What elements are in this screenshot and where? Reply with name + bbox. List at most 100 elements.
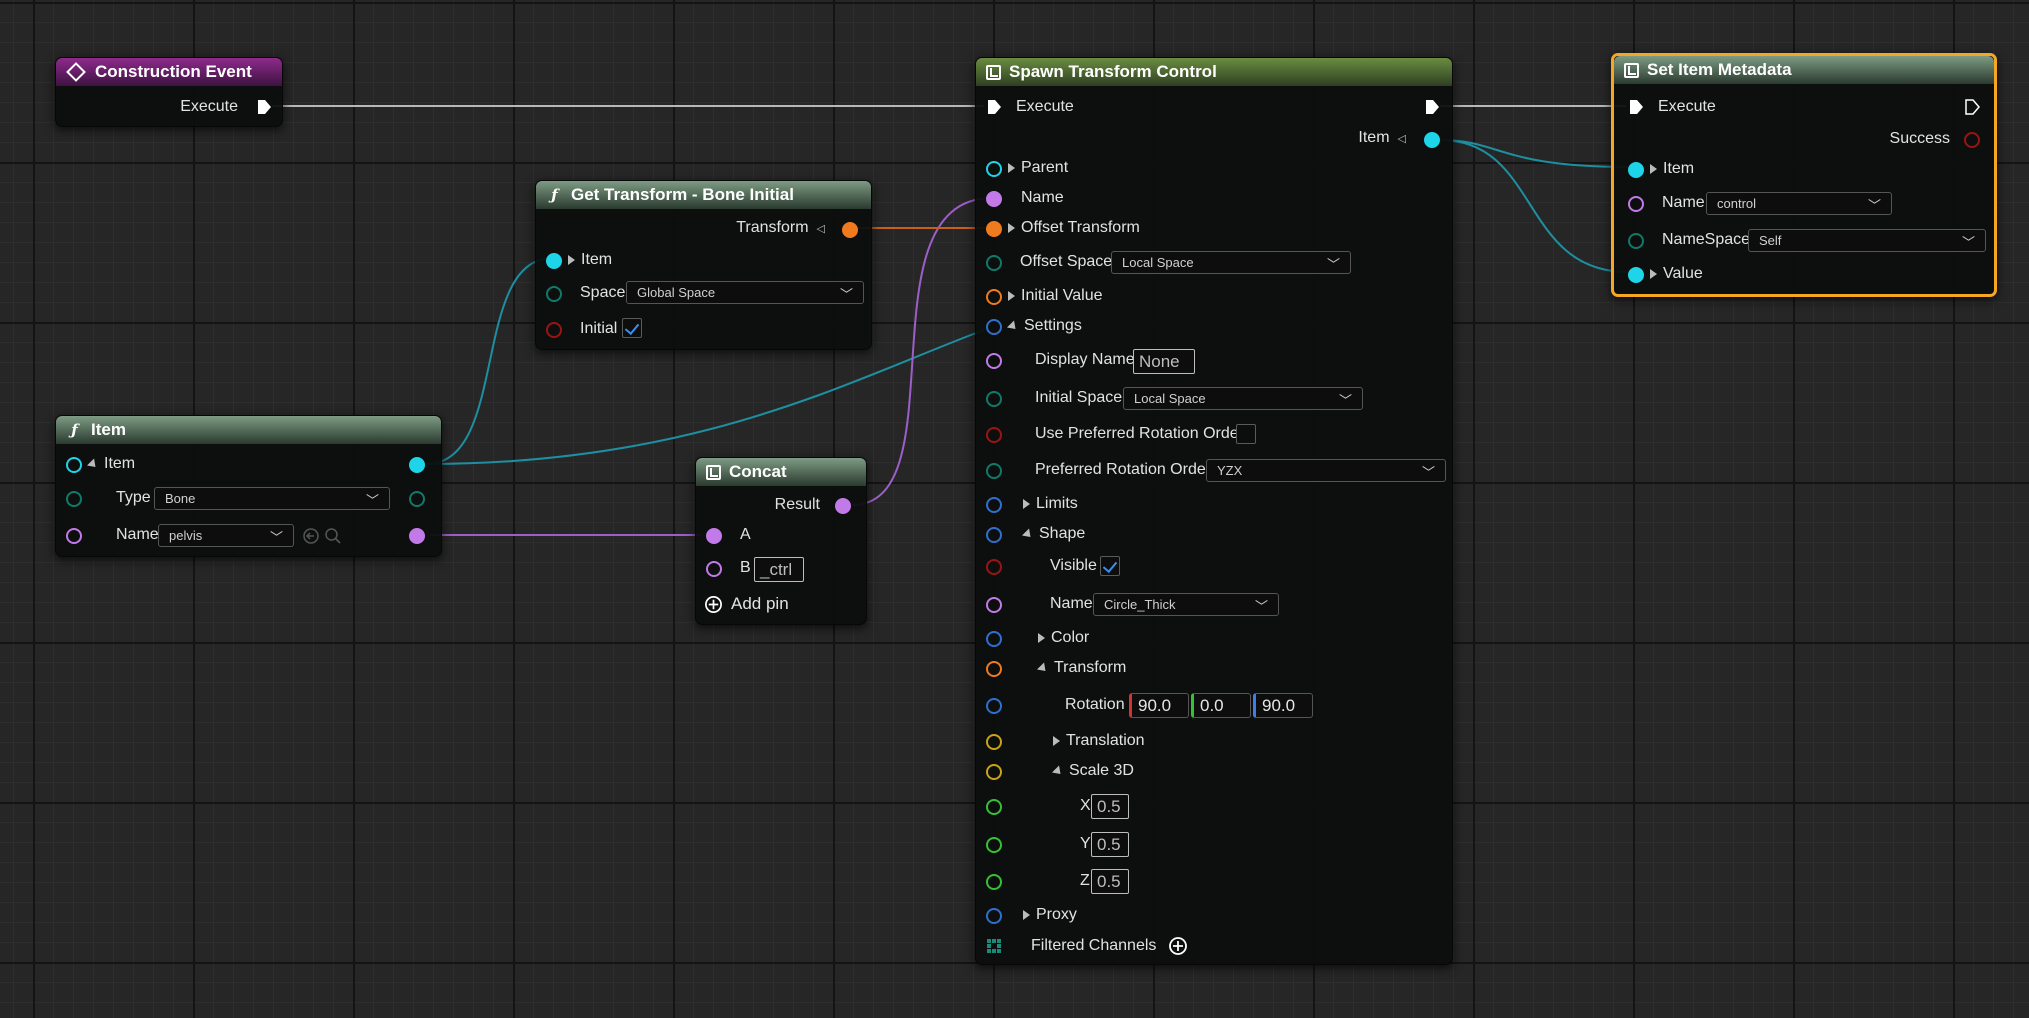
- initial-value-pin-icon[interactable]: [986, 289, 1002, 305]
- search-icon[interactable]: [324, 527, 342, 545]
- exec-out-pin-icon[interactable]: [1424, 99, 1440, 115]
- node-header[interactable]: ƒ Item: [56, 416, 441, 444]
- use-selected-icon[interactable]: [302, 527, 320, 545]
- transform-out-pin-icon[interactable]: [842, 222, 858, 238]
- exec-out-pin-icon[interactable]: [1964, 99, 1980, 115]
- use-pref-rot-pin-icon[interactable]: [986, 427, 1002, 443]
- collapse-arrow-icon[interactable]: [86, 457, 100, 471]
- namespace-in-pin-icon[interactable]: [1628, 233, 1644, 249]
- scale-x-input[interactable]: 0.5: [1091, 794, 1129, 819]
- exec-out-pin-icon[interactable]: [256, 99, 272, 115]
- expand-arrow-icon[interactable]: [568, 255, 575, 265]
- a-in-pin-icon[interactable]: [706, 528, 722, 544]
- node-get-transform[interactable]: ƒ Get Transform - Bone Initial Transform…: [535, 180, 872, 350]
- name-pin-icon[interactable]: [986, 191, 1002, 207]
- offset-space-pin-icon[interactable]: [986, 255, 1002, 271]
- node-header[interactable]: Concat: [696, 458, 866, 486]
- name-out-pin-icon[interactable]: [409, 528, 425, 544]
- node-set-item-metadata[interactable]: Set Item Metadata Execute Success Item N…: [1611, 53, 1997, 297]
- add-pin-button[interactable]: Add pin: [731, 594, 789, 613]
- type-in-pin-icon[interactable]: [66, 491, 82, 507]
- add-pin-icon[interactable]: [704, 595, 723, 614]
- type-dropdown[interactable]: Bone﹀: [154, 487, 390, 510]
- b-text-input[interactable]: _ctrl: [754, 557, 804, 582]
- settings-pin-icon[interactable]: [986, 319, 1002, 335]
- use-pref-rot-checkbox[interactable]: [1236, 424, 1256, 444]
- b-in-pin-icon[interactable]: [706, 561, 722, 577]
- visible-checkbox[interactable]: [1100, 556, 1120, 576]
- node-header[interactable]: Set Item Metadata: [1614, 56, 1994, 84]
- name-dropdown[interactable]: pelvis﹀: [158, 524, 294, 547]
- scale-y-pin-icon[interactable]: [986, 837, 1002, 853]
- display-name-pin-icon[interactable]: [986, 353, 1002, 369]
- scale-y-input[interactable]: 0.5: [1091, 832, 1129, 857]
- space-in-pin-icon[interactable]: [546, 286, 562, 302]
- grid-array-icon[interactable]: [986, 938, 1002, 954]
- expand-arrow-icon[interactable]: [1053, 736, 1060, 746]
- rotation-y-input[interactable]: 0.0: [1191, 693, 1251, 718]
- expand-arrow-icon[interactable]: [1008, 291, 1015, 301]
- rotation-z-input[interactable]: 90.0: [1253, 693, 1313, 718]
- shape-transform-pin-icon[interactable]: [986, 661, 1002, 677]
- visible-pin-icon[interactable]: [986, 559, 1002, 575]
- item-in-pin-icon[interactable]: [66, 457, 82, 473]
- split-arrow-icon[interactable]: ◁: [816, 222, 825, 235]
- node-header[interactable]: Spawn Transform Control: [976, 58, 1452, 86]
- expand-arrow-icon[interactable]: [1038, 633, 1045, 643]
- initial-in-pin-icon[interactable]: [546, 322, 562, 338]
- scale-z-input[interactable]: 0.5: [1091, 869, 1129, 894]
- space-dropdown[interactable]: Global Space﹀: [626, 281, 864, 304]
- item-out-pin-icon[interactable]: [409, 457, 425, 473]
- name-dropdown[interactable]: control﹀: [1706, 192, 1892, 215]
- name-in-pin-icon[interactable]: [1628, 196, 1644, 212]
- result-out-pin-icon[interactable]: [835, 498, 851, 514]
- expand-arrow-icon[interactable]: [1650, 164, 1657, 174]
- value-in-pin-icon[interactable]: [1628, 267, 1644, 283]
- offset-transform-pin-icon[interactable]: [986, 221, 1002, 237]
- node-construction-event[interactable]: Construction Event Execute: [55, 57, 283, 127]
- namespace-dropdown[interactable]: Self﹀: [1748, 229, 1986, 252]
- split-arrow-icon[interactable]: ◁: [1397, 132, 1406, 145]
- item-in-pin-icon[interactable]: [546, 253, 562, 269]
- type-out-pin-icon[interactable]: [409, 491, 425, 507]
- proxy-pin-icon[interactable]: [986, 908, 1002, 924]
- expand-arrow-icon[interactable]: [1023, 499, 1030, 509]
- collapse-arrow-icon[interactable]: [1021, 527, 1035, 541]
- scale-z-pin-icon[interactable]: [986, 874, 1002, 890]
- node-concat[interactable]: Concat Result A B _ctrl Add pin: [695, 457, 867, 625]
- initial-space-dropdown[interactable]: Local Space﹀: [1123, 387, 1363, 410]
- scale-x-pin-icon[interactable]: [986, 799, 1002, 815]
- shape-pin-icon[interactable]: [986, 527, 1002, 543]
- node-header[interactable]: Construction Event: [56, 58, 282, 86]
- name-in-pin-icon[interactable]: [66, 528, 82, 544]
- shape-name-dropdown[interactable]: Circle_Thick﹀: [1093, 593, 1279, 616]
- parent-pin-icon[interactable]: [986, 161, 1002, 177]
- rotation-pin-icon[interactable]: [986, 698, 1002, 714]
- expand-arrow-icon[interactable]: [1650, 269, 1657, 279]
- collapse-arrow-icon[interactable]: [1006, 319, 1020, 333]
- item-in-pin-icon[interactable]: [1628, 162, 1644, 178]
- display-name-input[interactable]: None: [1133, 349, 1195, 374]
- exec-in-pin-icon[interactable]: [986, 99, 1002, 115]
- item-out-pin-icon[interactable]: [1424, 132, 1440, 148]
- expand-arrow-icon[interactable]: [1023, 910, 1030, 920]
- expand-arrow-icon[interactable]: [1008, 223, 1015, 233]
- node-header[interactable]: ƒ Get Transform - Bone Initial: [536, 181, 871, 209]
- collapse-arrow-icon[interactable]: [1051, 764, 1065, 778]
- node-spawn-transform-control[interactable]: Spawn Transform Control Execute Item◁ Pa…: [975, 57, 1453, 965]
- success-out-pin-icon[interactable]: [1964, 132, 1980, 148]
- add-element-icon[interactable]: [1168, 936, 1188, 956]
- exec-in-pin-icon[interactable]: [1628, 99, 1644, 115]
- rotation-x-input[interactable]: 90.0: [1129, 693, 1189, 718]
- expand-arrow-icon[interactable]: [1008, 163, 1015, 173]
- scale-pin-icon[interactable]: [986, 764, 1002, 780]
- color-pin-icon[interactable]: [986, 631, 1002, 647]
- shape-name-pin-icon[interactable]: [986, 597, 1002, 613]
- node-item[interactable]: ƒ Item Item Type Bone﹀ Name pelvis﹀: [55, 415, 442, 557]
- collapse-arrow-icon[interactable]: [1036, 661, 1050, 675]
- offset-space-dropdown[interactable]: Local Space﹀: [1111, 251, 1351, 274]
- initial-checkbox[interactable]: [622, 318, 642, 338]
- pref-rot-dropdown[interactable]: YZX﹀: [1206, 459, 1446, 482]
- pref-rot-pin-icon[interactable]: [986, 463, 1002, 479]
